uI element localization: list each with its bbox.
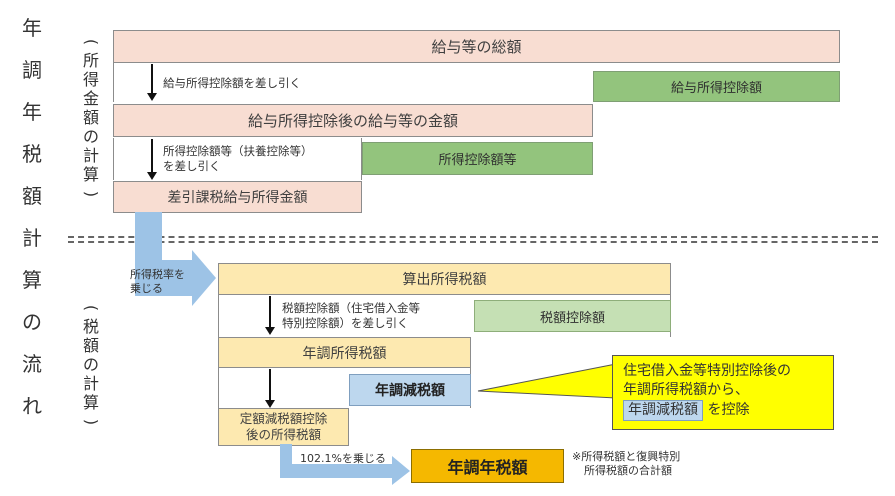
- footnote-line1: ※所得税額と復興特別: [572, 450, 681, 463]
- section-divider: [68, 236, 878, 238]
- income-section-char: 得: [82, 70, 99, 89]
- side-title-char: 税: [22, 142, 42, 166]
- income-section-char: ): [82, 190, 101, 198]
- income-deductions-box: 所得控除額等: [362, 142, 593, 175]
- tax-credit-label: 税額控除額: [539, 310, 605, 326]
- income-deductions-label: 所得控除額等: [438, 153, 517, 168]
- tax-rate-note: 所得税率を 乗じる: [130, 268, 185, 297]
- income-section-char: の: [82, 127, 99, 146]
- footnote: ※所得税額と復興特別 所得税額の合計額: [572, 450, 680, 479]
- tax-section-char: 額: [82, 336, 99, 355]
- income-section-char: 額: [82, 108, 99, 127]
- tax-rate-arrow: [135, 212, 216, 306]
- tax-section-char: ): [82, 418, 101, 426]
- step2-arrow: [147, 139, 157, 181]
- final-tax-box: 年調年税額: [411, 449, 564, 483]
- side-title-char: 調: [22, 58, 42, 82]
- fixed-reduction-line2: 後の所得税額: [245, 427, 321, 442]
- tax-section-label: ( 税額の計算): [80, 300, 102, 430]
- computed-tax-box: 算出所得税額: [218, 263, 671, 295]
- total-salary-label: 給与等の総額: [431, 38, 522, 56]
- tax-section-char: 算: [82, 393, 99, 412]
- callout-boxed: 年調減税額: [623, 399, 703, 421]
- fixed-reduction-box: 定額減税額控除 後の所得税額: [218, 408, 349, 446]
- down-arrow-icon: [147, 64, 157, 101]
- callout-suffix: を控除: [707, 401, 750, 418]
- side-title-char: 年: [22, 16, 42, 40]
- side-title: 年調年税額計算の流れ: [20, 18, 44, 416]
- footnote-line2: 所得税額の合計額: [584, 464, 672, 478]
- after-deduction-label: 給与所得控除後の給与等の金額: [247, 112, 458, 130]
- callout-line1: 住宅借入金等特別控除後の: [623, 363, 791, 379]
- down-arrow-icon: [265, 369, 275, 408]
- income-frame: [113, 62, 593, 102]
- income-section-char: 算: [82, 165, 99, 184]
- down-arrow-icon: [147, 139, 157, 180]
- step4-arrow: [265, 369, 275, 409]
- annual-income-tax-label: 年調所得税額: [302, 345, 387, 362]
- step2-note: 所得控除額等（扶養控除等） を差し引く: [163, 144, 313, 174]
- salary-deduction-label: 給与所得控除額: [670, 81, 762, 96]
- multiply-note: 102.1%を乗じる: [300, 452, 386, 465]
- step1-arrow: [147, 64, 157, 102]
- salary-deduction-box: 給与所得控除額: [593, 71, 840, 102]
- taxable-income-label: 差引課税給与所得金額: [167, 190, 308, 206]
- step3-note-line2: 特別控除額）を差し引く: [282, 315, 409, 330]
- tax-rate-line2: 乗じる: [130, 282, 163, 296]
- annual-income-tax-box: 年調所得税額: [218, 337, 471, 368]
- down-arrow-icon: [265, 296, 275, 335]
- tax-credit-box: 税額控除額: [474, 300, 671, 332]
- callout-pointer: [477, 363, 617, 399]
- callout-line3: 年調減税額 を控除: [623, 399, 827, 421]
- fixed-reduction-line1: 定額減税額控除: [239, 410, 328, 426]
- side-title-char: れ: [22, 394, 42, 418]
- reduction-label: 年調減税額: [375, 383, 445, 399]
- income-section-char: 計: [82, 146, 99, 165]
- income-section-label: ( 所得金額の計算): [80, 34, 102, 202]
- income-section-char: 金: [82, 89, 99, 108]
- final-arrow: [280, 444, 410, 485]
- taxable-income-box: 差引課税給与所得金額: [113, 181, 362, 213]
- final-tax-label: 年調年税額: [447, 458, 528, 477]
- side-title-char: 算: [22, 268, 42, 292]
- step3-arrow: [265, 296, 275, 336]
- step3-note: 税額控除額（住宅借入金等 特別控除額）を差し引く: [282, 301, 420, 331]
- income-section-char: (: [82, 38, 101, 46]
- reduction-box: 年調減税額: [349, 374, 471, 406]
- tax-section-char: 税: [82, 317, 99, 336]
- step2-note-line1: 所得控除額等（扶養控除等）: [163, 144, 313, 158]
- tax-section-char: の: [82, 355, 99, 374]
- side-title-char: 流: [22, 352, 42, 376]
- total-salary-box: 給与等の総額: [113, 30, 840, 63]
- callout-box: 住宅借入金等特別控除後の 年調所得税額から、 年調減税額 を控除: [612, 355, 834, 430]
- step2-frame: [113, 138, 362, 180]
- tax-rate-line1: 所得税率を: [130, 268, 185, 281]
- computed-tax-label: 算出所得税額: [402, 272, 487, 288]
- side-title-char: 年: [22, 100, 42, 124]
- side-title-char: 額: [22, 184, 42, 208]
- step1-note: 給与所得控除額を差し引く: [163, 76, 301, 90]
- callout-line2: 年調所得税額から、: [623, 381, 749, 398]
- tax-section-char: (: [82, 304, 101, 312]
- step3-note-line1: 税額控除額（住宅借入金等: [282, 301, 420, 315]
- income-section-char: 所: [82, 51, 99, 70]
- section-divider-2: [68, 241, 878, 243]
- step2-note-line2: を差し引く: [163, 158, 221, 173]
- side-title-char: の: [22, 310, 42, 334]
- tax-section-char: 計: [82, 374, 99, 393]
- side-title-char: 計: [22, 226, 42, 250]
- after-deduction-box: 給与所得控除後の給与等の金額: [113, 104, 593, 137]
